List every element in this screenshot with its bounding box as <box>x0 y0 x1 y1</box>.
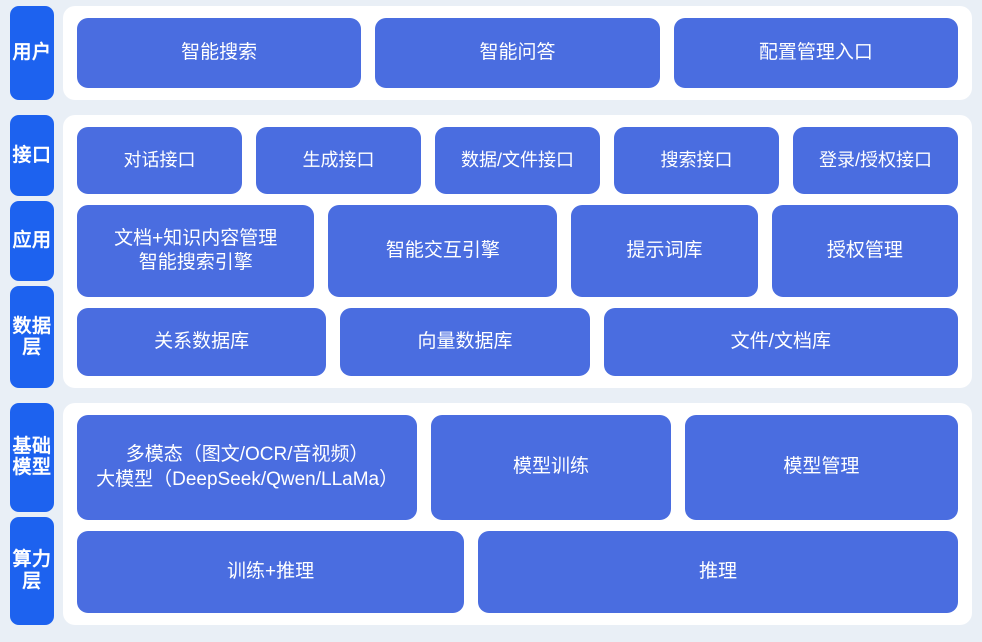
box-file-document-store[interactable]: 文件/文档库 <box>603 307 958 377</box>
row-interfaces: 对话接口 生成接口 数据/文件接口 搜索接口 登录/授权接口 <box>77 127 958 194</box>
box-generation-interface[interactable]: 生成接口 <box>256 127 421 194</box>
box-smart-search[interactable]: 智能搜索 <box>77 18 362 88</box>
box-relational-database[interactable]: 关系数据库 <box>77 307 327 377</box>
label-rail-middle: 接口 应用 数据层 <box>10 115 54 388</box>
layer-label-compute: 算力层 <box>10 516 54 625</box>
box-search-interface[interactable]: 搜索接口 <box>614 127 779 194</box>
box-smart-qa[interactable]: 智能问答 <box>375 18 660 88</box>
box-multimodal-large-model[interactable]: 多模态（图文/OCR/音视频） 大模型（DeepSeek/Qwen/LLaMa） <box>77 415 418 521</box>
panel-infrastructure: 多模态（图文/OCR/音视频） 大模型（DeepSeek/Qwen/LLaMa）… <box>63 403 972 625</box>
row-applications: 文档+知识内容管理 智能搜索引擎 智能交互引擎 提示词库 授权管理 <box>77 204 958 297</box>
section-infrastructure: 基础模型 算力层 多模态（图文/OCR/音视频） 大模型（DeepSeek/Qw… <box>10 403 972 625</box>
box-data-file-interface[interactable]: 数据/文件接口 <box>435 127 600 194</box>
box-vector-database[interactable]: 向量数据库 <box>340 307 590 377</box>
section-users: 用户 智能搜索 智能问答 配置管理入口 <box>10 6 972 100</box>
box-dialog-interface[interactable]: 对话接口 <box>77 127 242 194</box>
label-rail-users: 用户 <box>10 6 54 100</box>
row-data-stores: 关系数据库 向量数据库 文件/文档库 <box>77 307 958 377</box>
box-model-management[interactable]: 模型管理 <box>684 415 958 521</box>
box-training-plus-inference[interactable]: 训练+推理 <box>77 531 465 613</box>
box-model-training[interactable]: 模型训练 <box>431 415 671 521</box>
layer-label-application: 应用 <box>10 200 54 282</box>
box-doc-knowledge-content-management[interactable]: 文档+知识内容管理 智能搜索引擎 <box>77 204 315 297</box>
row-compute: 训练+推理 推理 <box>77 531 958 613</box>
box-prompt-library[interactable]: 提示词库 <box>571 204 758 297</box>
section-middle: 接口 应用 数据层 对话接口 生成接口 数据/文件接口 搜索接口 登录/授权接口… <box>10 115 972 388</box>
row-models: 多模态（图文/OCR/音视频） 大模型（DeepSeek/Qwen/LLaMa）… <box>77 415 958 521</box>
layer-label-user: 用户 <box>10 6 54 100</box>
box-smart-interaction-engine[interactable]: 智能交互引擎 <box>328 204 558 297</box>
box-config-management-entry[interactable]: 配置管理入口 <box>673 18 958 88</box>
layer-label-foundation-model: 基础模型 <box>10 403 54 512</box>
layer-label-interface: 接口 <box>10 115 54 196</box>
box-authorization-management[interactable]: 授权管理 <box>771 204 958 297</box>
label-rail-infrastructure: 基础模型 算力层 <box>10 403 54 625</box>
panel-middle: 对话接口 生成接口 数据/文件接口 搜索接口 登录/授权接口 文档+知识内容管理… <box>63 115 972 388</box>
box-inference[interactable]: 推理 <box>478 531 958 613</box>
layer-label-data: 数据层 <box>10 286 54 388</box>
panel-users: 智能搜索 智能问答 配置管理入口 <box>63 6 972 100</box>
box-login-auth-interface[interactable]: 登录/授权接口 <box>793 127 958 194</box>
row-user-entries: 智能搜索 智能问答 配置管理入口 <box>77 18 958 88</box>
